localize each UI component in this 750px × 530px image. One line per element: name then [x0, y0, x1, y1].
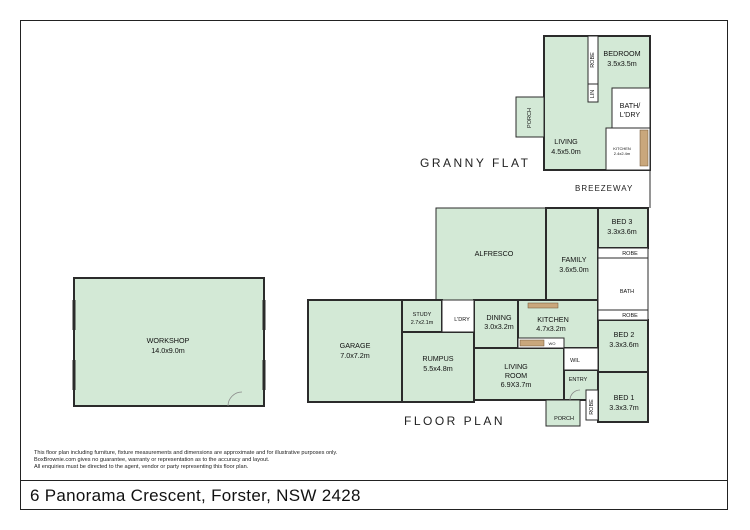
alfresco-label: ALFRESCO [475, 249, 514, 258]
disclaimer-line-2: BoxBrownie.com gives no guarantee, warra… [34, 457, 270, 463]
entry-door [569, 389, 581, 401]
ldry-label: L'DRY [454, 317, 470, 323]
study-name: STUDY [413, 312, 432, 318]
disclaimer-line-3: All enquiries must be directed to the ag… [34, 464, 249, 470]
study-size: 2.7x2.1m [411, 320, 434, 326]
workshop-room [73, 277, 265, 407]
wo-bench [519, 339, 545, 347]
rumpus-size: 5.5x4.8m [423, 364, 453, 373]
page-frame [20, 20, 728, 510]
dining-name: DINING [486, 313, 512, 322]
floor-plan-heading: FLOOR PLAN [404, 414, 506, 428]
bed2-name: BED 2 [614, 330, 635, 339]
bed1-name: BED 1 [614, 393, 635, 402]
garage-room [307, 299, 403, 403]
rumpus-room [401, 331, 475, 403]
bath-label: BATH [620, 289, 634, 295]
bath-room [597, 257, 649, 311]
bed1-size: 3.3x3.7m [609, 403, 639, 412]
porch-main-label: PORCH [554, 416, 574, 422]
kitchen-flat-name: KITCHEN [613, 146, 631, 151]
garage-name: GARAGE [340, 341, 371, 350]
robe-c [585, 389, 599, 421]
dining-room [473, 299, 519, 349]
kitchen-main-name: KITCHEN [537, 315, 569, 324]
living-room-name1: LIVING [504, 362, 528, 371]
bath-ldry-name1: BATH/ [620, 101, 641, 110]
breezeway-label: BREEZEWAY [575, 184, 634, 193]
porch-flat [515, 96, 545, 138]
robe-a-label: ROBE [622, 251, 638, 257]
porch-flat-label: PORCH [527, 108, 533, 128]
lin-closet [587, 83, 599, 103]
disclaimer-line-1: This floor plan including furniture, fix… [34, 450, 338, 456]
robe-b [597, 309, 649, 321]
family-name: FAMILY [561, 255, 586, 264]
robe-flat-label: ROBE [590, 52, 596, 68]
property-address: 6 Panorama Crescent, Forster, NSW 2428 [30, 486, 361, 505]
bedroom-size: 3.5x3.5m [607, 59, 637, 68]
living-room-name2: ROOM [505, 371, 527, 380]
workshop-door [227, 391, 243, 407]
garage-size: 7.0x7.2m [340, 351, 370, 360]
living-flat-size: 4.5x5.0m [551, 147, 581, 156]
bed3-size: 3.3x3.6m [607, 227, 637, 236]
kitchen-flat-size: 2.4x2.4m [614, 151, 631, 156]
lin-label: LIN [590, 90, 596, 99]
ldry-room [441, 299, 475, 333]
wil-room [563, 347, 599, 371]
kitchen-flat-bench [639, 129, 649, 167]
robe-c-label: ROBE [589, 399, 595, 415]
living-room [473, 347, 565, 401]
robe-b-label: ROBE [622, 313, 638, 319]
workshop-size: 14.0x9.0m [151, 346, 185, 355]
wil-label: WIL [570, 358, 580, 364]
porch-main [545, 399, 581, 427]
kitchen-main-bench [527, 302, 559, 309]
entry-label: ENTRY [569, 377, 588, 383]
living-flat-name: LIVING [554, 137, 578, 146]
study-room [401, 299, 443, 333]
bed3-name: BED 3 [612, 217, 633, 226]
wo-label: WO [549, 341, 556, 346]
bed2-size: 3.3x3.6m [609, 340, 639, 349]
bath-ldry-name2: L'DRY [620, 110, 641, 119]
bedroom-name: BEDROOM [603, 49, 640, 58]
kitchen-main-size: 4.7x3.2m [536, 324, 566, 333]
bath-ldry-room [611, 87, 651, 129]
family-size: 3.6x5.0m [559, 265, 589, 274]
dining-size: 3.0x3.2m [484, 322, 514, 331]
address-divider [20, 480, 728, 481]
living-room-size: 6.9X3.7m [501, 380, 532, 389]
workshop-name: WORKSHOP [147, 336, 190, 345]
granny-flat-heading: GRANNY FLAT [420, 156, 531, 170]
rumpus-name: RUMPUS [422, 354, 453, 363]
disclaimer: This floor plan including furniture, fix… [34, 450, 454, 471]
